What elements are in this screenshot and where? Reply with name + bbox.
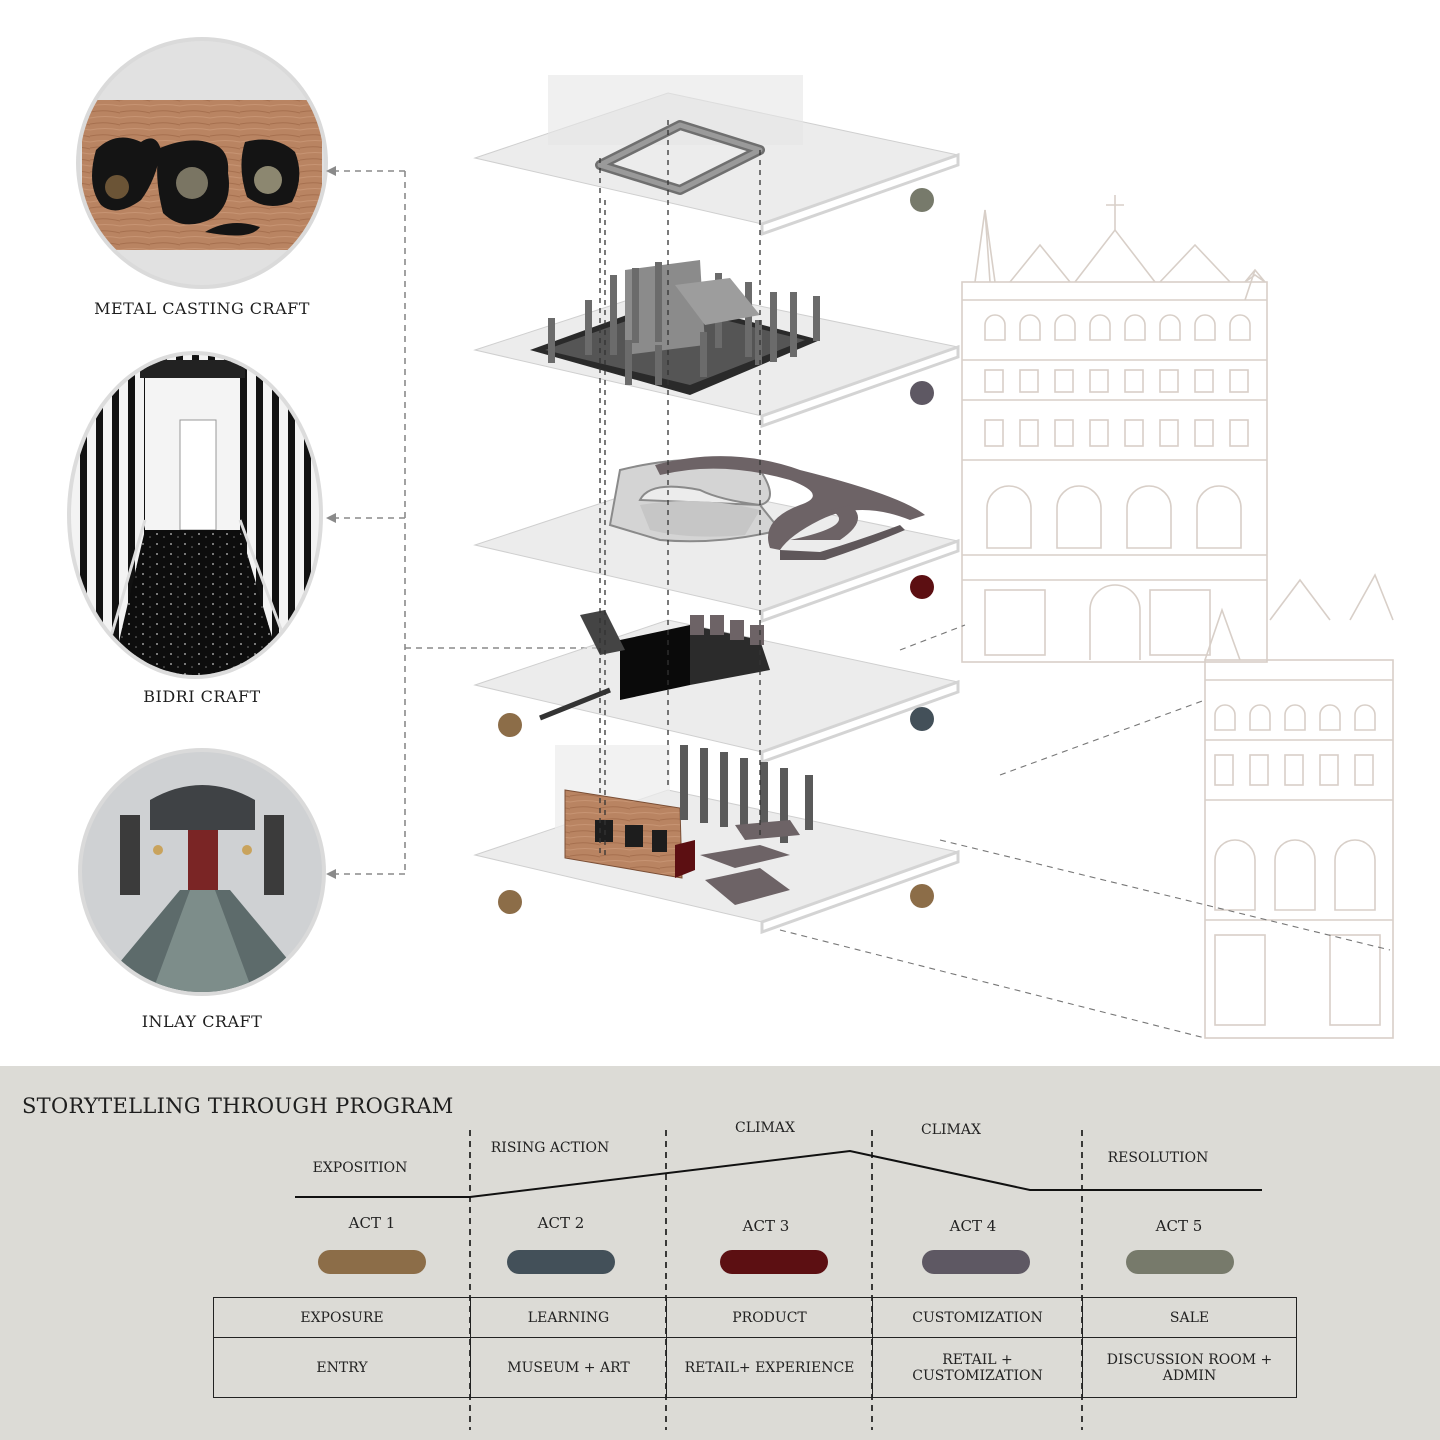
bidri-vignette (67, 351, 323, 679)
connector-arrowheads (326, 166, 336, 879)
stage-cell: PRODUCT (666, 1297, 873, 1338)
act-5-color (1126, 1250, 1234, 1274)
arc-label-rising-action: RISING ACTION (490, 1140, 610, 1156)
program-table: EXPOSURE LEARNING PRODUCT CUSTOMIZATION … (213, 1297, 1297, 1398)
space-cell: RETAIL+ EXPERIENCE (666, 1337, 873, 1398)
act-2-color (507, 1250, 615, 1274)
act-4-label: ACT 4 (949, 1217, 997, 1235)
top-floor-ring (548, 75, 803, 195)
plate-edges (760, 152, 960, 935)
act-2-label: ACT 2 (537, 1214, 585, 1232)
act-5-label: ACT 5 (1155, 1217, 1203, 1235)
act-1-color (318, 1250, 426, 1274)
entry-floor (555, 745, 813, 905)
act-3-color (720, 1250, 828, 1274)
stage-cell: LEARNING (470, 1297, 667, 1338)
amphitheatre-floor (608, 456, 925, 560)
stage-cell: EXPOSURE (213, 1297, 471, 1338)
space-cell: MUSEUM + ART (470, 1337, 667, 1398)
story-arc (295, 1130, 1262, 1430)
arc-label-resolution: RESOLUTION (1107, 1150, 1209, 1166)
vignette-connectors (335, 170, 600, 875)
stage-cell: SALE (1082, 1297, 1297, 1338)
arc-label-climax-1: CLIMAX (735, 1120, 795, 1136)
inlay-vignette (78, 748, 326, 996)
space-cell: RETAIL + CUSTOMIZATION (872, 1337, 1083, 1398)
space-cell: ENTRY (213, 1337, 471, 1398)
heritage-facade (961, 195, 1394, 1039)
stage-cell: CUSTOMIZATION (872, 1297, 1083, 1338)
act-3-label: ACT 3 (742, 1217, 790, 1235)
table-row: EXPOSURE LEARNING PRODUCT CUSTOMIZATION … (213, 1297, 1297, 1338)
act-4-color (922, 1250, 1030, 1274)
stack-guides (599, 120, 761, 860)
panel-title: STORYTELLING THROUGH PROGRAM (22, 1094, 454, 1118)
space-cell: DISCUSSION ROOM + ADMIN (1082, 1337, 1297, 1398)
metal-casting-label: METAL CASTING CRAFT (94, 299, 310, 318)
column-hall-floor (530, 260, 820, 395)
metal-casting-vignette (76, 37, 328, 289)
act-markers (498, 188, 934, 914)
act-1-label: ACT 1 (348, 1214, 396, 1232)
arc-label-exposition: EXPOSITION (312, 1160, 408, 1176)
facade-projection-lines (779, 624, 1391, 1039)
bidri-label: BIDRI CRAFT (143, 687, 261, 706)
table-row: ENTRY MUSEUM + ART RETAIL+ EXPERIENCE RE… (213, 1337, 1297, 1398)
blackbox-floor (539, 610, 770, 721)
inlay-label: INLAY CRAFT (141, 1012, 263, 1031)
arc-label-climax-2: CLIMAX (921, 1122, 981, 1138)
